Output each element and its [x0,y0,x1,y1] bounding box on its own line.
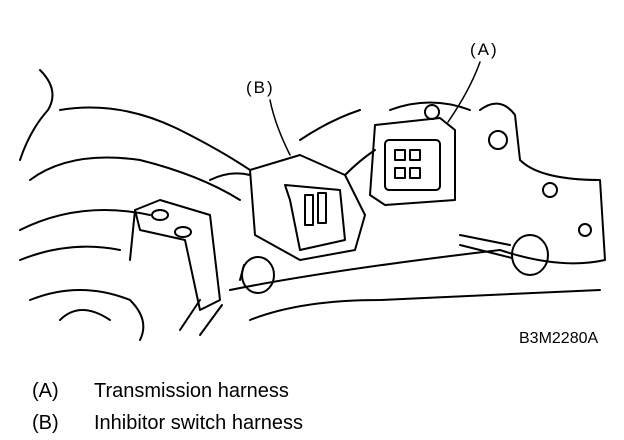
bolt-right [459,234,549,276]
figure-code: B3M2280A [519,330,599,347]
legend-text: Inhibitor switch harness [94,412,303,434]
harness-connector-illustration [19,61,606,341]
left-bracket [129,199,221,311]
connector-b-inhibitor-switch [209,154,366,261]
legend-key: (B) [32,412,59,434]
callout-b: (B) [246,78,275,97]
legend-key: (A) [32,380,59,402]
callout-a: (A) [470,40,499,59]
transmission-housing [19,69,601,341]
leader-line-a [447,61,481,123]
connector-a-transmission [344,104,456,206]
legend-text: Transmission harness [94,380,289,402]
bolt-left [239,256,275,294]
leader-line-b [269,99,291,156]
right-bracket [479,102,606,265]
